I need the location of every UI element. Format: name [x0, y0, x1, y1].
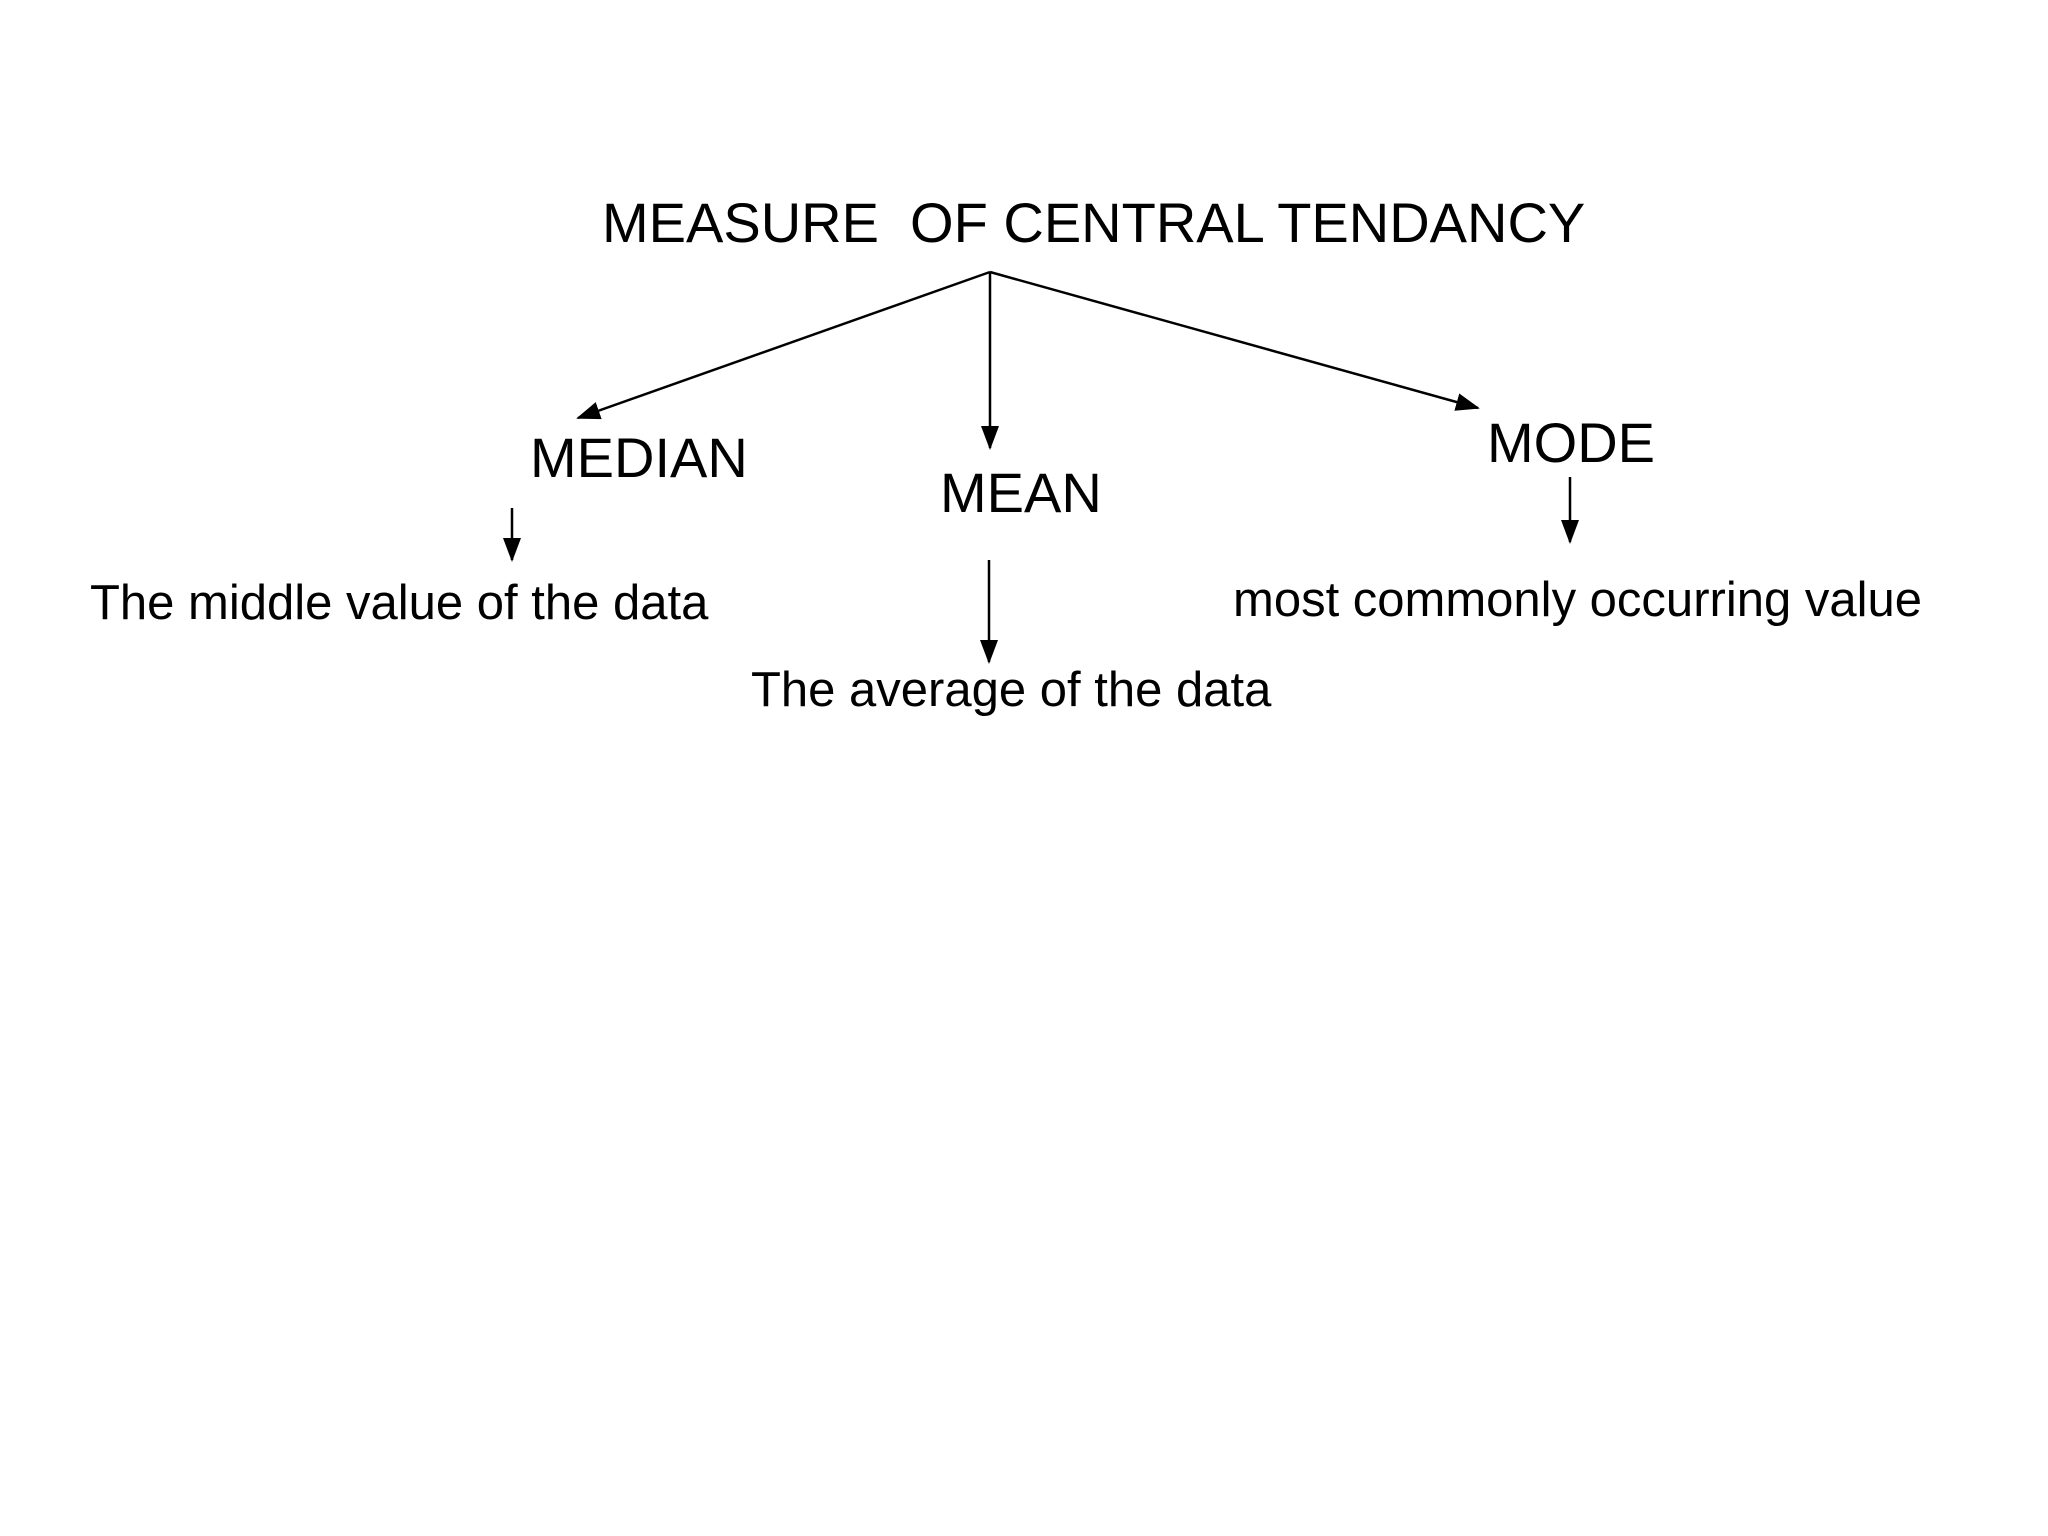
node-description-median: The middle value of the data — [90, 576, 709, 630]
node-label-median: MEDIAN — [530, 426, 748, 489]
arrow-root-to-median — [576, 270, 991, 420]
diagram-title: MEASURE OF CENTRAL TENDANCY — [602, 191, 1586, 254]
arrow-root-to-mode — [989, 270, 1480, 411]
node-description-mode: most commonly occurring value — [1233, 573, 1922, 627]
node-description-mean: The average of the data — [751, 663, 1272, 717]
node-label-mode: MODE — [1487, 411, 1655, 474]
node-label-mean: MEAN — [940, 461, 1102, 524]
